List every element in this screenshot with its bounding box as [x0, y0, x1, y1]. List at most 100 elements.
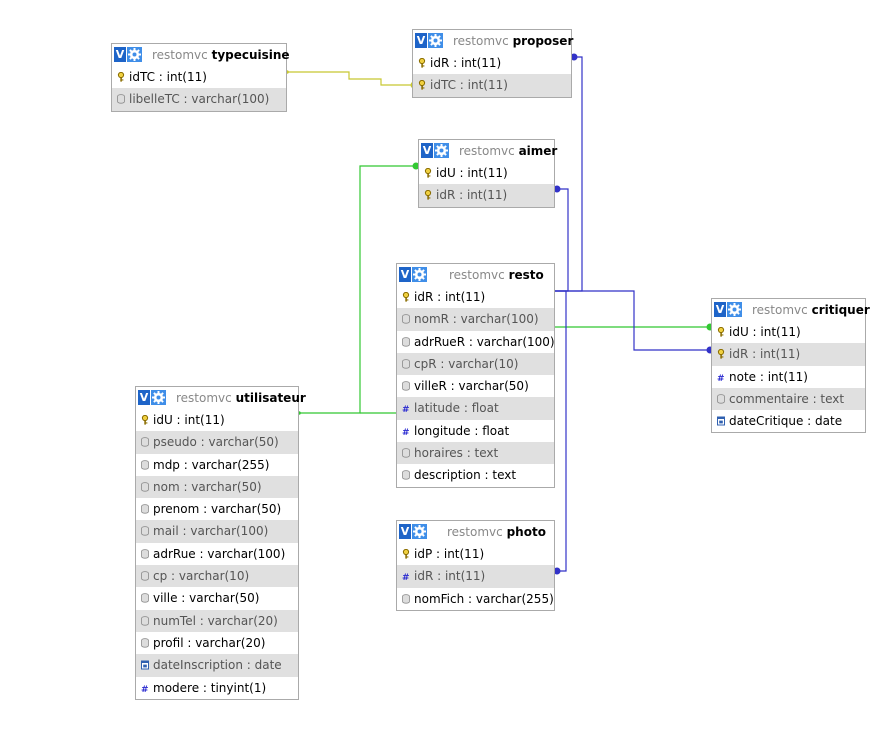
column-label: idR : int(11)	[430, 56, 502, 70]
column-row[interactable]: prenom : varchar(50)	[136, 498, 298, 520]
toggle-view-button[interactable]: V	[415, 33, 427, 48]
column-label: cpR : varchar(10)	[414, 356, 519, 371]
column-row[interactable]: cpR : varchar(10)	[397, 352, 554, 376]
column-row[interactable]: #idR : int(11)	[397, 565, 554, 588]
column-label: villeR : varchar(50)	[414, 379, 529, 394]
column-label: adrRue : varchar(100)	[153, 546, 286, 561]
table-title: restomvc resto	[449, 267, 544, 283]
column-label: libelleTC : varchar(100)	[129, 92, 270, 107]
column-row[interactable]: #modere : tinyint(1)	[136, 677, 298, 699]
column-row[interactable]: villeR : varchar(50)	[397, 375, 554, 397]
column-row[interactable]: pseudo : varchar(50)	[136, 431, 298, 454]
table-name: proposer	[512, 34, 574, 48]
column-label: horaires : text	[414, 446, 499, 461]
column-row[interactable]: ville : varchar(50)	[136, 587, 298, 609]
toggle-view-button[interactable]: V	[399, 267, 411, 282]
column-row[interactable]: idR : int(11)	[712, 343, 865, 366]
svg-text:#: #	[402, 405, 410, 413]
column-row[interactable]: nomFich : varchar(255)	[397, 588, 554, 610]
column-row[interactable]: nom : varchar(50)	[136, 475, 298, 499]
column-label: commentaire : text	[729, 391, 845, 406]
column-row[interactable]: description : text	[397, 464, 554, 486]
column-row[interactable]: #longitude : float	[397, 420, 554, 442]
database-name: restomvc	[752, 303, 808, 317]
gear-icon[interactable]	[151, 390, 166, 405]
column-row[interactable]: #note : int(11)	[712, 366, 865, 388]
column-row[interactable]: idTC : int(11)	[112, 66, 286, 88]
table-title: restomvc aimer	[459, 143, 557, 159]
svg-text:#: #	[402, 428, 410, 436]
column-row[interactable]: idU : int(11)	[419, 162, 554, 184]
column-row[interactable]: libelleTC : varchar(100)	[112, 88, 286, 111]
table-title: restomvc proposer	[453, 33, 573, 49]
column-row[interactable]: idTC : int(11)	[413, 74, 571, 97]
column-row[interactable]: nomR : varchar(100)	[397, 308, 554, 331]
gear-icon[interactable]	[428, 33, 443, 48]
column-row[interactable]: mail : varchar(100)	[136, 520, 298, 543]
column-label: profil : varchar(20)	[153, 635, 266, 650]
column-row[interactable]: idR : int(11)	[419, 184, 554, 207]
column-label: idTC : int(11)	[430, 78, 508, 93]
column-row[interactable]: profil : varchar(20)	[136, 632, 298, 654]
column-row[interactable]: idR : int(11)	[413, 52, 571, 74]
column-row[interactable]: #latitude : float	[397, 397, 554, 420]
column-label: dateCritique : date	[729, 414, 843, 429]
gear-icon[interactable]	[727, 302, 742, 317]
database-name: restomvc	[176, 391, 232, 405]
table-title: restomvc typecuisine	[152, 47, 290, 63]
column-row[interactable]: cp : varchar(10)	[136, 565, 298, 588]
column-row[interactable]: idP : int(11)	[397, 543, 554, 565]
table-name: critiquer	[811, 303, 870, 317]
gear-icon[interactable]	[412, 267, 427, 282]
table-title: restomvc utilisateur	[176, 390, 306, 406]
toggle-view-button[interactable]: V	[714, 302, 726, 317]
database-name: restomvc	[459, 144, 515, 158]
column-row[interactable]: mdp : varchar(255)	[136, 454, 298, 476]
database-name: restomvc	[447, 525, 503, 539]
toggle-view-button[interactable]: V	[114, 47, 126, 62]
relation-aimer-idU	[299, 165, 416, 414]
column-row[interactable]: adrRueR : varchar(100)	[397, 331, 555, 353]
toggle-view-button[interactable]: V	[399, 524, 411, 539]
svg-text:#: #	[717, 374, 725, 382]
column-row[interactable]: horaires : text	[397, 442, 554, 465]
gear-icon[interactable]	[434, 143, 449, 158]
column-row[interactable]: commentaire : text	[712, 387, 865, 411]
gear-icon[interactable]	[412, 524, 427, 539]
column-label: idR : int(11)	[436, 188, 508, 203]
column-row[interactable]: numTel : varchar(20)	[136, 609, 298, 632]
column-label: idTC : int(11)	[129, 70, 207, 84]
table-name: resto	[508, 268, 544, 282]
relation-proposer-idTC	[287, 71, 414, 86]
column-row[interactable]: dateInscription : date	[136, 654, 298, 677]
relation-endpoint	[412, 162, 420, 170]
column-label: mail : varchar(100)	[153, 524, 269, 539]
column-row[interactable]: idR : int(11)	[397, 286, 554, 308]
column-row[interactable]: adrRue : varchar(100)	[136, 543, 298, 565]
column-row[interactable]: dateCritique : date	[712, 410, 865, 432]
toggle-view-button[interactable]: V	[138, 390, 150, 405]
column-label: idR : int(11)	[729, 347, 801, 362]
gear-icon[interactable]	[127, 47, 142, 62]
column-row[interactable]: idU : int(11)	[712, 321, 865, 343]
relation-endpoint	[553, 567, 561, 575]
column-label: nom : varchar(50)	[153, 479, 262, 494]
column-label: prenom : varchar(50)	[153, 502, 282, 517]
relation-photo-idR	[555, 290, 567, 572]
column-row[interactable]: idU : int(11)	[136, 409, 298, 431]
toggle-view-button[interactable]: V	[421, 143, 433, 158]
